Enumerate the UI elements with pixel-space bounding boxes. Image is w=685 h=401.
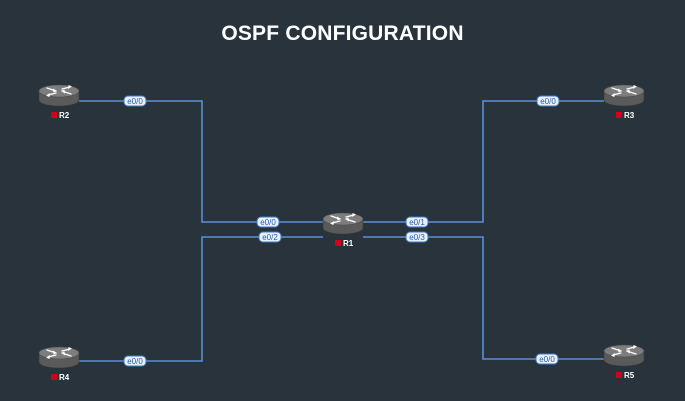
link-r2-r1 [79, 100, 323, 223]
router-label: R3 [624, 111, 635, 120]
interface-label-box [405, 231, 429, 243]
router-top [38, 84, 80, 98]
interface-label-text: e0/0 [539, 355, 555, 364]
router-status-indicator [616, 372, 622, 378]
router-icon [322, 212, 364, 235]
router-icon [603, 84, 645, 107]
interface-label-box [405, 216, 429, 228]
page-title: OSPF CONFIGURATION [221, 22, 464, 45]
link-r4-r1 [79, 236, 323, 362]
interface-label-r2: e0/0 [123, 95, 147, 107]
router-icon [603, 344, 645, 367]
interface-label-box [258, 231, 282, 243]
router-top [322, 212, 364, 226]
router-status-indicator [51, 112, 57, 118]
interface-label-r5: e0/0 [535, 353, 559, 365]
router-icon [38, 84, 80, 107]
interface-label-box [256, 216, 280, 228]
router-r4[interactable]: R4 [38, 346, 80, 382]
router-status-indicator [335, 240, 341, 246]
router-arrow-heads [46, 85, 72, 97]
interface-label-text: e0/2 [262, 233, 278, 242]
interface-label-r1: e0/1 [405, 216, 429, 228]
router-status-indicator [616, 112, 622, 118]
interface-label-text: e0/0 [127, 357, 143, 366]
router-status-indicator [51, 374, 57, 380]
interface-label-r1: e0/3 [405, 231, 429, 243]
interface-label-box [535, 353, 559, 365]
router-label: R2 [59, 111, 70, 120]
interface-label-box [536, 95, 560, 107]
router-r1[interactable]: R1 [322, 212, 364, 248]
router-r2[interactable]: R2 [38, 84, 80, 120]
router-label: R4 [59, 373, 70, 382]
router-arrow-heads [611, 85, 637, 97]
interface-label-r4: e0/0 [123, 355, 147, 367]
router-top [38, 346, 80, 360]
interface-label-text: e0/1 [409, 218, 425, 227]
interface-label-r1: e0/2 [258, 231, 282, 243]
router-top [603, 84, 645, 98]
interface-labels-layer: e0/0 e0/0 e0/0 e0/2 e0/0 e0/1 e0/0 e0/3 [123, 95, 560, 367]
router-r5[interactable]: R5 [603, 344, 645, 380]
link-r5-r1 [363, 236, 604, 360]
router-arrow-heads [46, 347, 72, 359]
interface-label-text: e0/0 [127, 97, 143, 106]
interface-label-r1: e0/0 [256, 216, 280, 228]
interface-label-text: e0/0 [540, 97, 556, 106]
interface-label-text: e0/0 [260, 218, 276, 227]
router-arrow-heads [330, 213, 356, 225]
router-label: R1 [343, 239, 354, 248]
router-arrow-heads [611, 345, 637, 357]
router-icon [38, 346, 80, 369]
interface-label-r3: e0/0 [536, 95, 560, 107]
router-top [603, 344, 645, 358]
router-r3[interactable]: R3 [603, 84, 645, 120]
interface-label-text: e0/3 [409, 233, 425, 242]
interface-label-box [123, 355, 147, 367]
interface-label-box [123, 95, 147, 107]
router-label: R5 [624, 371, 635, 380]
link-r3-r1 [363, 100, 604, 223]
